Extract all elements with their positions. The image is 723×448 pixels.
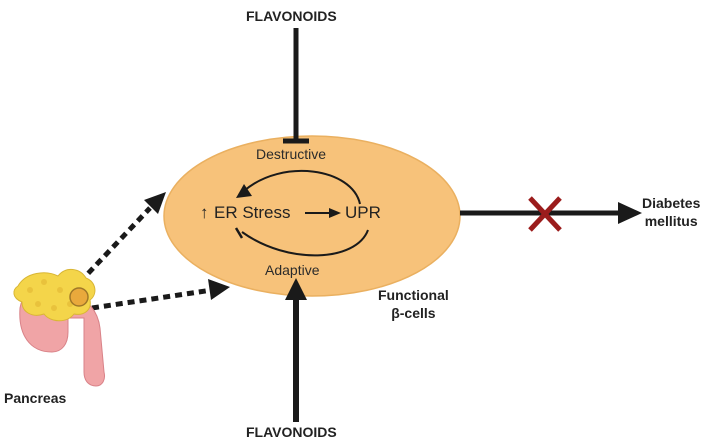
dotted-arrow-upper xyxy=(78,192,166,284)
upr-label: UPR xyxy=(345,203,381,222)
er-to-upr-arrow xyxy=(305,208,341,218)
destructive-label: Destructive xyxy=(256,146,327,162)
adaptive-label: Adaptive xyxy=(265,262,320,278)
islet-circle xyxy=(69,287,89,307)
inhibition-arrow-top xyxy=(283,28,309,144)
functional-line-1: Functional xyxy=(378,287,449,303)
diabetes-line-1: Diabetes xyxy=(642,195,701,211)
diabetes-mellitus-label: Diabetes mellitus xyxy=(642,194,700,230)
block-cross-icon xyxy=(528,196,562,232)
dotted-arrow-lower xyxy=(91,279,230,311)
beta-cell-ellipse xyxy=(163,135,461,297)
activation-arrow-bottom xyxy=(285,278,307,422)
er-stress-up-arrow-icon: ↑ xyxy=(200,203,209,222)
diabetes-line-2: mellitus xyxy=(644,213,698,229)
cycle-arrow-lower xyxy=(234,227,369,257)
cycle-arrow-upper xyxy=(236,170,361,205)
functional-line-2: β-cells xyxy=(391,305,436,321)
pancreas-illustration xyxy=(13,269,105,387)
functional-beta-cells-label: Functional β-cells xyxy=(378,286,449,322)
flavonoids-top-label: FLAVONOIDS xyxy=(246,8,337,24)
pancreas-label: Pancreas xyxy=(4,390,67,406)
er-stress-label: ER Stress xyxy=(214,203,291,222)
flavonoids-bottom-label: FLAVONOIDS xyxy=(246,424,337,440)
